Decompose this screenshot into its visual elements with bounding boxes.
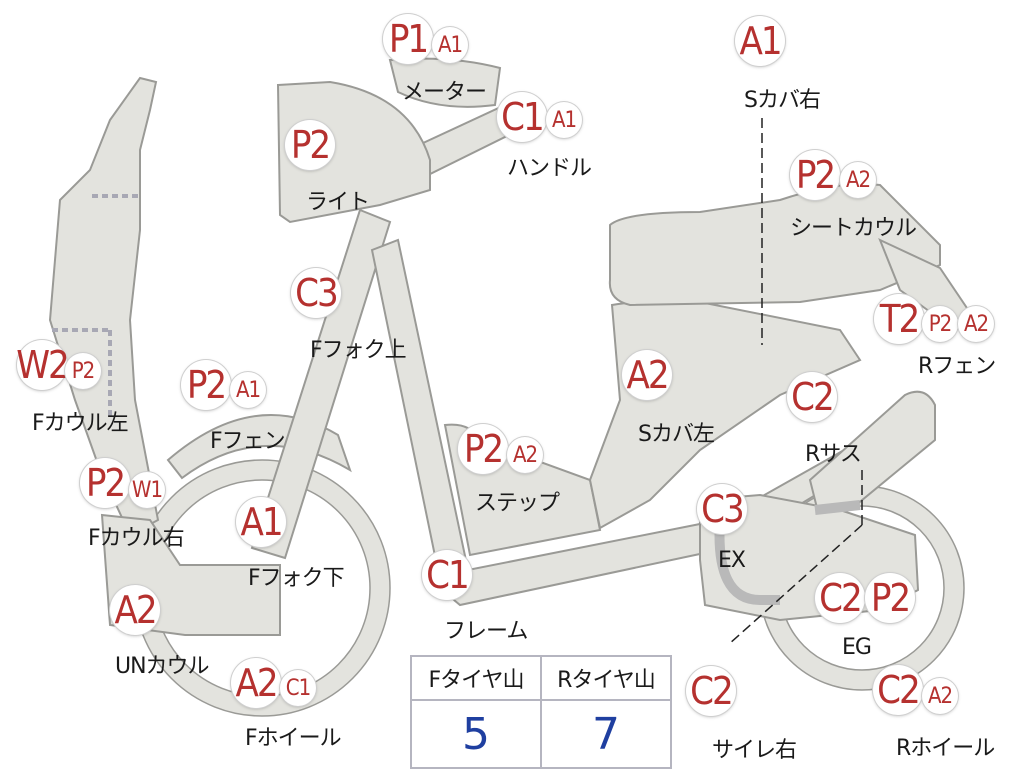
part-label: ライト xyxy=(306,190,370,215)
part-label: ステップ xyxy=(475,491,560,516)
meter-drawing xyxy=(388,57,502,108)
code-badge: P2 xyxy=(285,120,335,170)
code-badge: T2 xyxy=(874,294,924,344)
part-label: フレーム xyxy=(444,619,528,644)
code-badge: A1 xyxy=(735,16,785,66)
part-label: Fカウル左 xyxy=(32,411,129,436)
part-label: EG xyxy=(842,635,872,660)
part-label: Sカバ左 xyxy=(638,422,715,447)
code-badge: C2 xyxy=(787,372,837,422)
part-label: Fフォク下 xyxy=(248,566,345,591)
part-label: Fフォク上 xyxy=(310,338,407,363)
code-badge: C1 xyxy=(422,550,472,600)
part-label: Rフェン xyxy=(918,354,996,379)
exhaust-drawing xyxy=(714,500,861,605)
code-badge: A2 xyxy=(840,162,876,198)
front-tire-value[interactable]: 5 xyxy=(462,708,490,760)
code-badge: C3 xyxy=(697,484,747,534)
part-label: EX xyxy=(718,548,746,573)
part-label: メーター xyxy=(402,80,487,105)
code-badge: P2 xyxy=(922,306,958,342)
table-divider xyxy=(540,657,542,767)
part-label: UNカウル xyxy=(115,654,210,679)
rear-tire-value[interactable]: 7 xyxy=(592,708,620,760)
code-badge: A1 xyxy=(230,372,266,408)
part-label: シートカウル xyxy=(790,216,917,241)
rear-tire-header: Rタイヤ山 xyxy=(542,657,670,701)
code-badge: A2 xyxy=(922,678,958,714)
code-badge: A1 xyxy=(546,102,582,138)
part-label: サイレ右 xyxy=(712,738,797,763)
code-badge: C3 xyxy=(291,268,341,318)
code-badge: C2 xyxy=(815,573,865,623)
part-label: Rサス xyxy=(805,442,862,467)
code-badge: W2 xyxy=(16,340,70,390)
part-label: Fホイール xyxy=(245,726,342,751)
code-badge: A2 xyxy=(231,658,281,708)
part-label: Rホイール xyxy=(896,736,995,761)
code-badge: P2 xyxy=(865,573,915,623)
code-badge: C2 xyxy=(873,665,923,715)
code-badge: P2 xyxy=(458,424,508,474)
code-badge: P2 xyxy=(80,458,130,508)
part-label: Sカバ右 xyxy=(744,88,821,113)
code-badge: C1 xyxy=(497,92,547,142)
code-badge: A1 xyxy=(432,27,468,63)
code-badge: W1 xyxy=(129,472,165,508)
part-label: ハンドル xyxy=(507,156,592,181)
part-label: Fカウル右 xyxy=(88,526,185,551)
headlight-drawing xyxy=(276,80,431,224)
code-badge: P1 xyxy=(383,14,433,64)
code-badge: P2 xyxy=(181,360,231,410)
code-badge: A2 xyxy=(507,437,543,473)
code-badge: A2 xyxy=(622,350,672,400)
code-badge: A2 xyxy=(110,585,160,635)
code-badge: A2 xyxy=(958,306,994,342)
code-badge: C2 xyxy=(686,666,736,716)
part-label: Fフェン xyxy=(210,429,286,454)
code-badge: C1 xyxy=(280,670,316,706)
code-badge: P2 xyxy=(65,353,101,389)
front-tire-header: Fタイヤ山 xyxy=(412,657,540,701)
code-badge: A1 xyxy=(236,497,286,547)
code-badge: P2 xyxy=(790,150,840,200)
tire-tread-table: Fタイヤ山 Rタイヤ山 5 7 xyxy=(410,655,672,769)
rear-suspension-drawing xyxy=(808,390,936,514)
front-fork-drawing xyxy=(250,208,392,560)
